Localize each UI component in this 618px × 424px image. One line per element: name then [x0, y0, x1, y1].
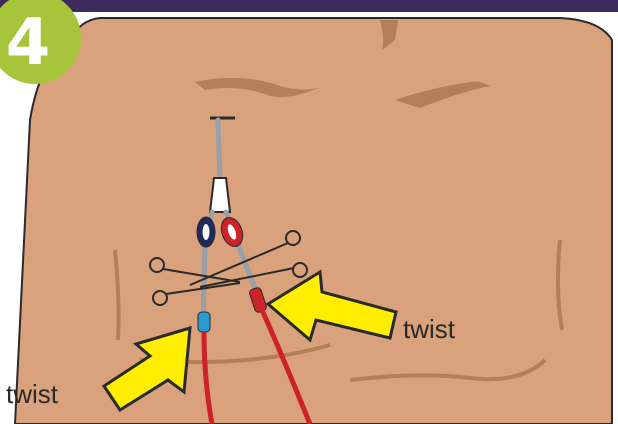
- blue-connector: [198, 312, 210, 332]
- torso: [15, 18, 612, 424]
- catheter-hub: [218, 120, 220, 180]
- left-twist-label: twist: [6, 381, 58, 407]
- step-number: 4: [6, 6, 51, 80]
- right-twist-label: twist: [403, 316, 455, 342]
- top-bar: [0, 0, 618, 12]
- blue-clamp-hole: [203, 224, 210, 240]
- catheter-junction: [210, 178, 230, 212]
